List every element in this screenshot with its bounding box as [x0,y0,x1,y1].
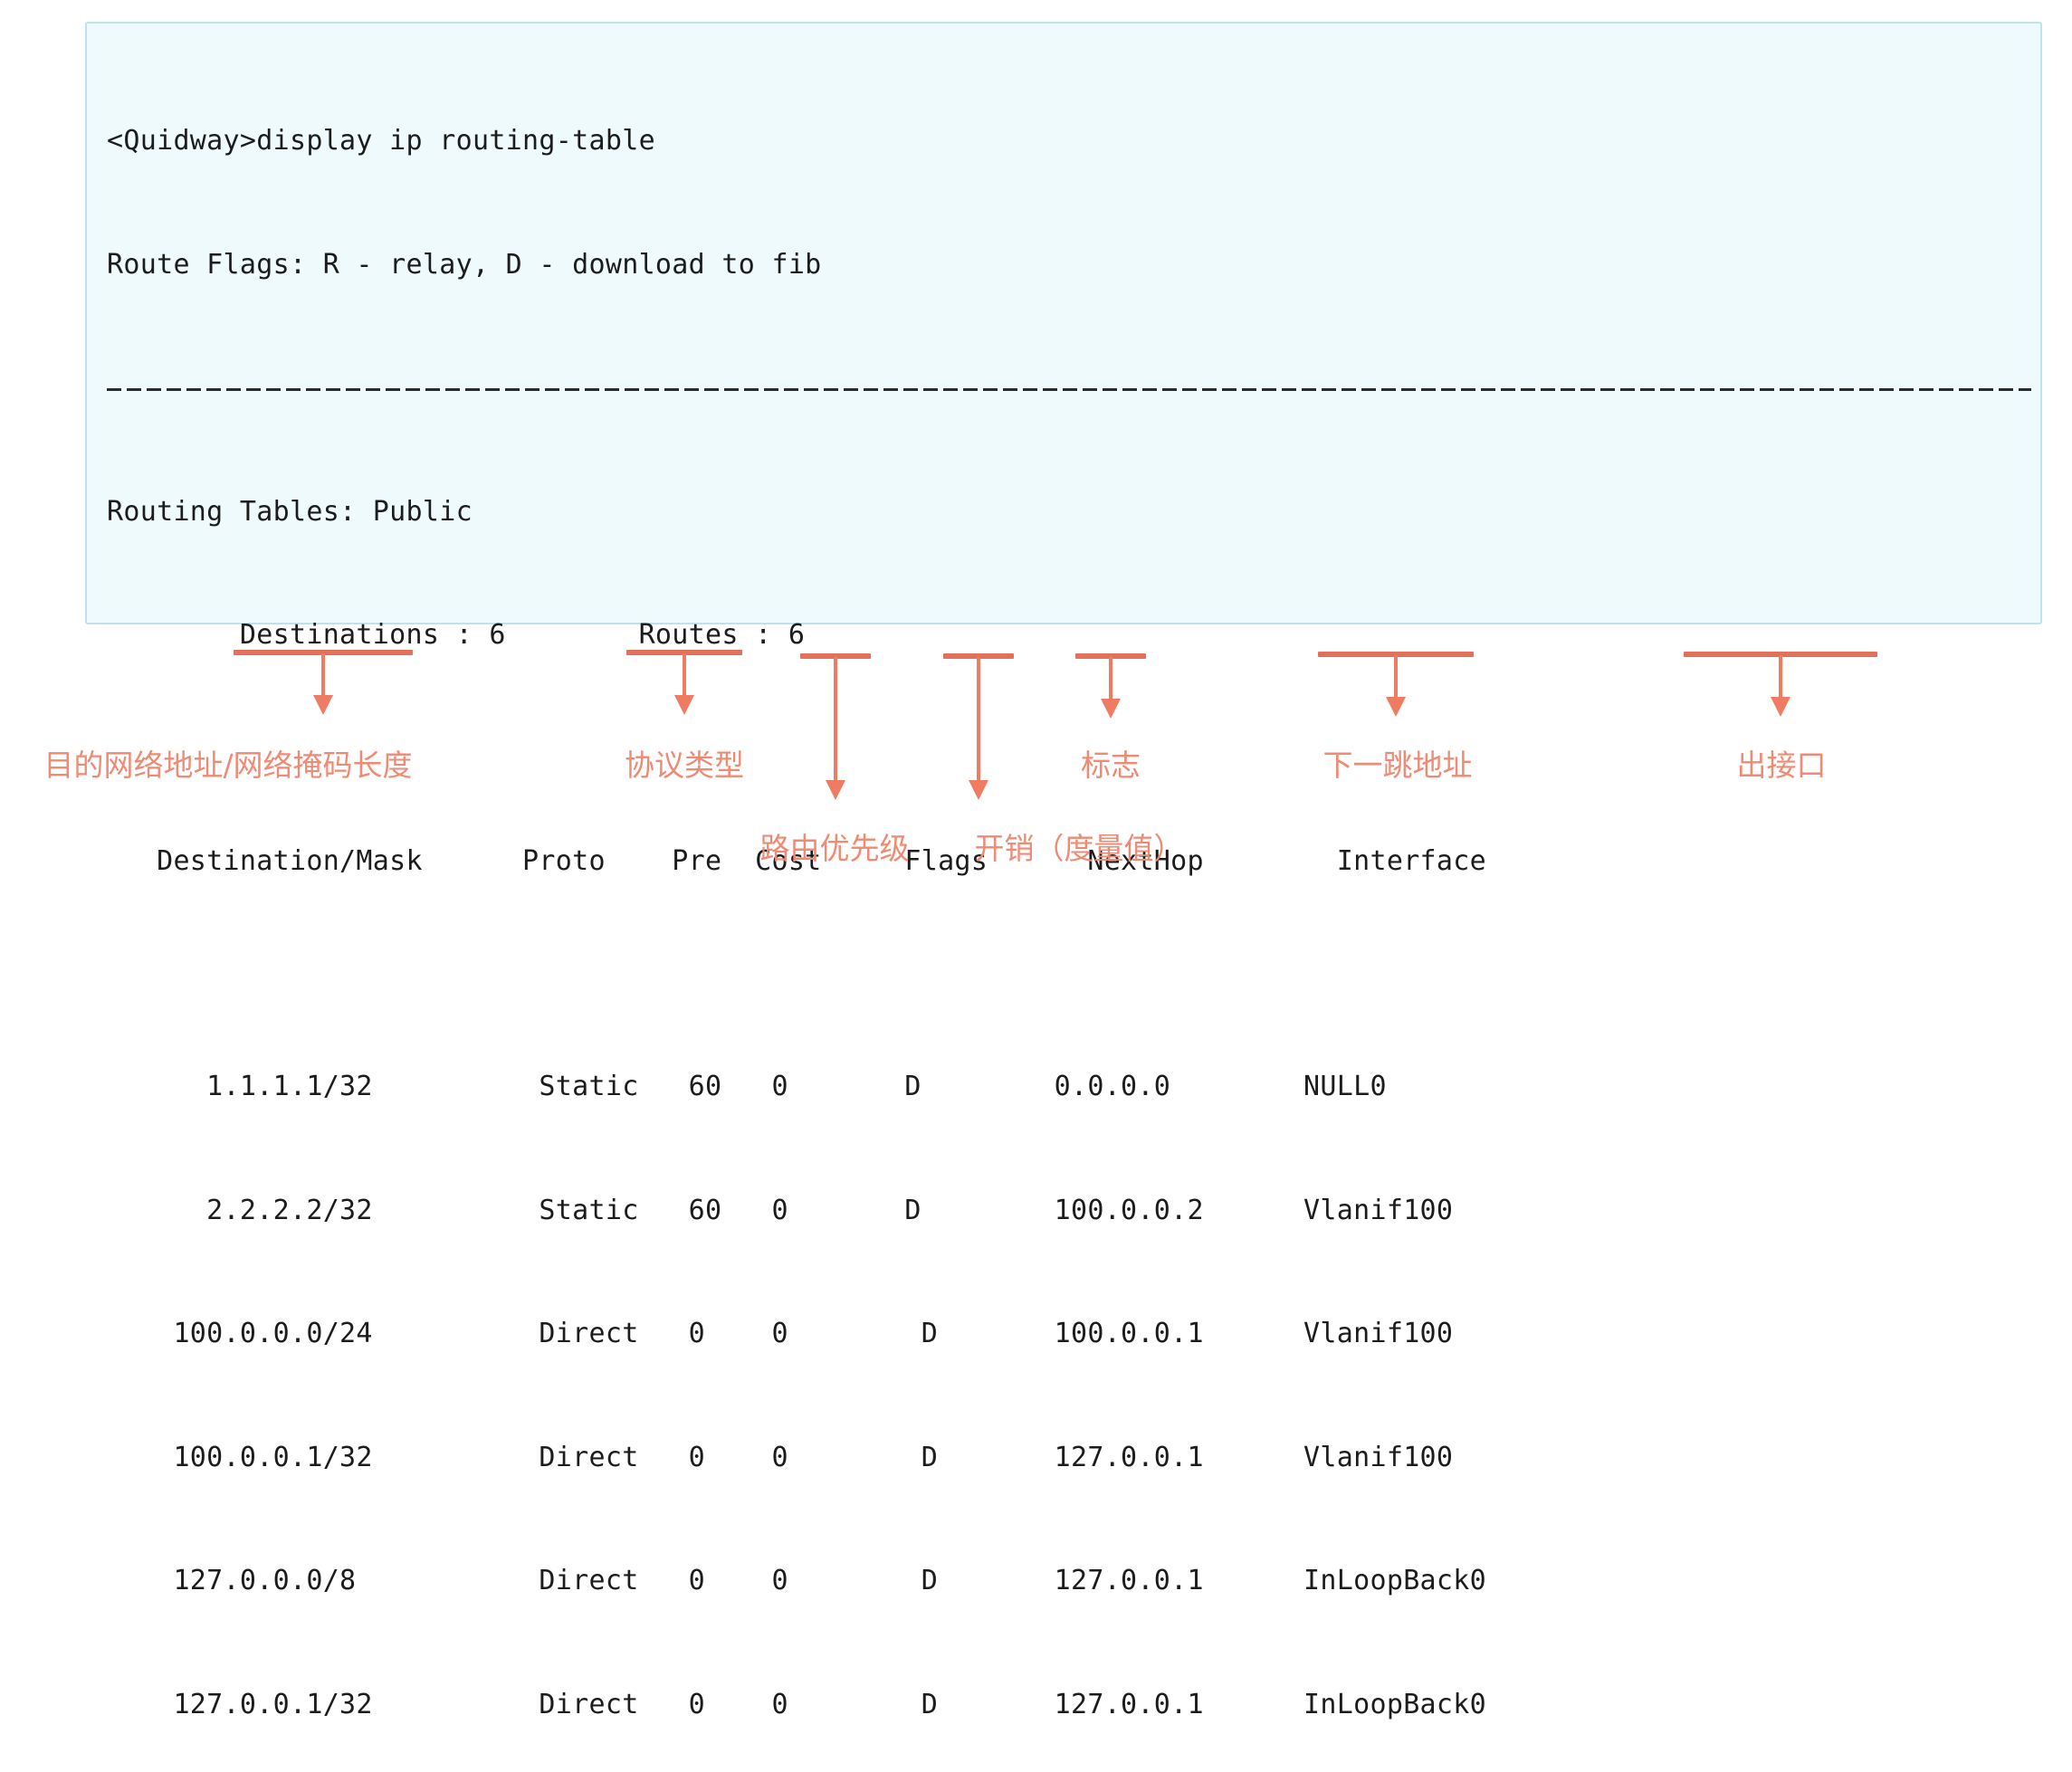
annotation-label-destination-mask: 目的网络地址/网络掩码长度 [43,748,413,783]
table-row: 2.2.2.2/32 Static 60 0 D 100.0.0.2 Vlani… [107,1194,1454,1226]
terminal-separator-rule [107,367,2035,409]
terminal-routing-tables-line: Routing Tables: Public [107,495,473,528]
annotation-label-pre: 路由优先级 [759,831,910,866]
annotation-label-nexthop: 下一跳地址 [1322,748,1473,783]
terminal-output-panel: <Quidway>display ip routing-table Route … [85,22,2042,1720]
table-row: 1.1.1.1/32 Static 60 0 D 0.0.0.0 NULL0 [107,1071,1387,1102]
table-row: 100.0.0.0/24 Direct 0 0 D 100.0.0.1 Vlan… [107,1318,1454,1349]
terminal-column-header-line: Destination/Mask Proto Pre Cost Flags Ne… [107,844,1487,877]
terminal-blank-line-2 [107,964,2035,984]
table-row: 100.0.0.1/32 Direct 0 0 D 127.0.0.1 Vlan… [107,1441,1454,1473]
annotation-label-proto: 协议类型 [625,748,744,783]
terminal-counts-line: Destinations : 6 Routes : 6 [107,619,806,651]
annotation-label-interface: 出接口 [1736,748,1827,783]
table-row: 127.0.0.0/8 Direct 0 0 D 127.0.0.1 InLoo… [107,1565,1487,1596]
annotation-label-cost: 开销（度量值） [974,831,1184,866]
table-row: 127.0.0.1/32 Direct 0 0 D 127.0.0.1 InLo… [107,1688,1487,1720]
terminal-prompt-line: <Quidway>display ip routing-table [107,125,655,157]
terminal-route-flags-line: Route Flags: R - relay, D - download to … [107,248,822,281]
terminal-text-content: <Quidway>display ip routing-table Route … [107,38,2035,1772]
annotation-label-flags: 标志 [1081,748,1141,783]
